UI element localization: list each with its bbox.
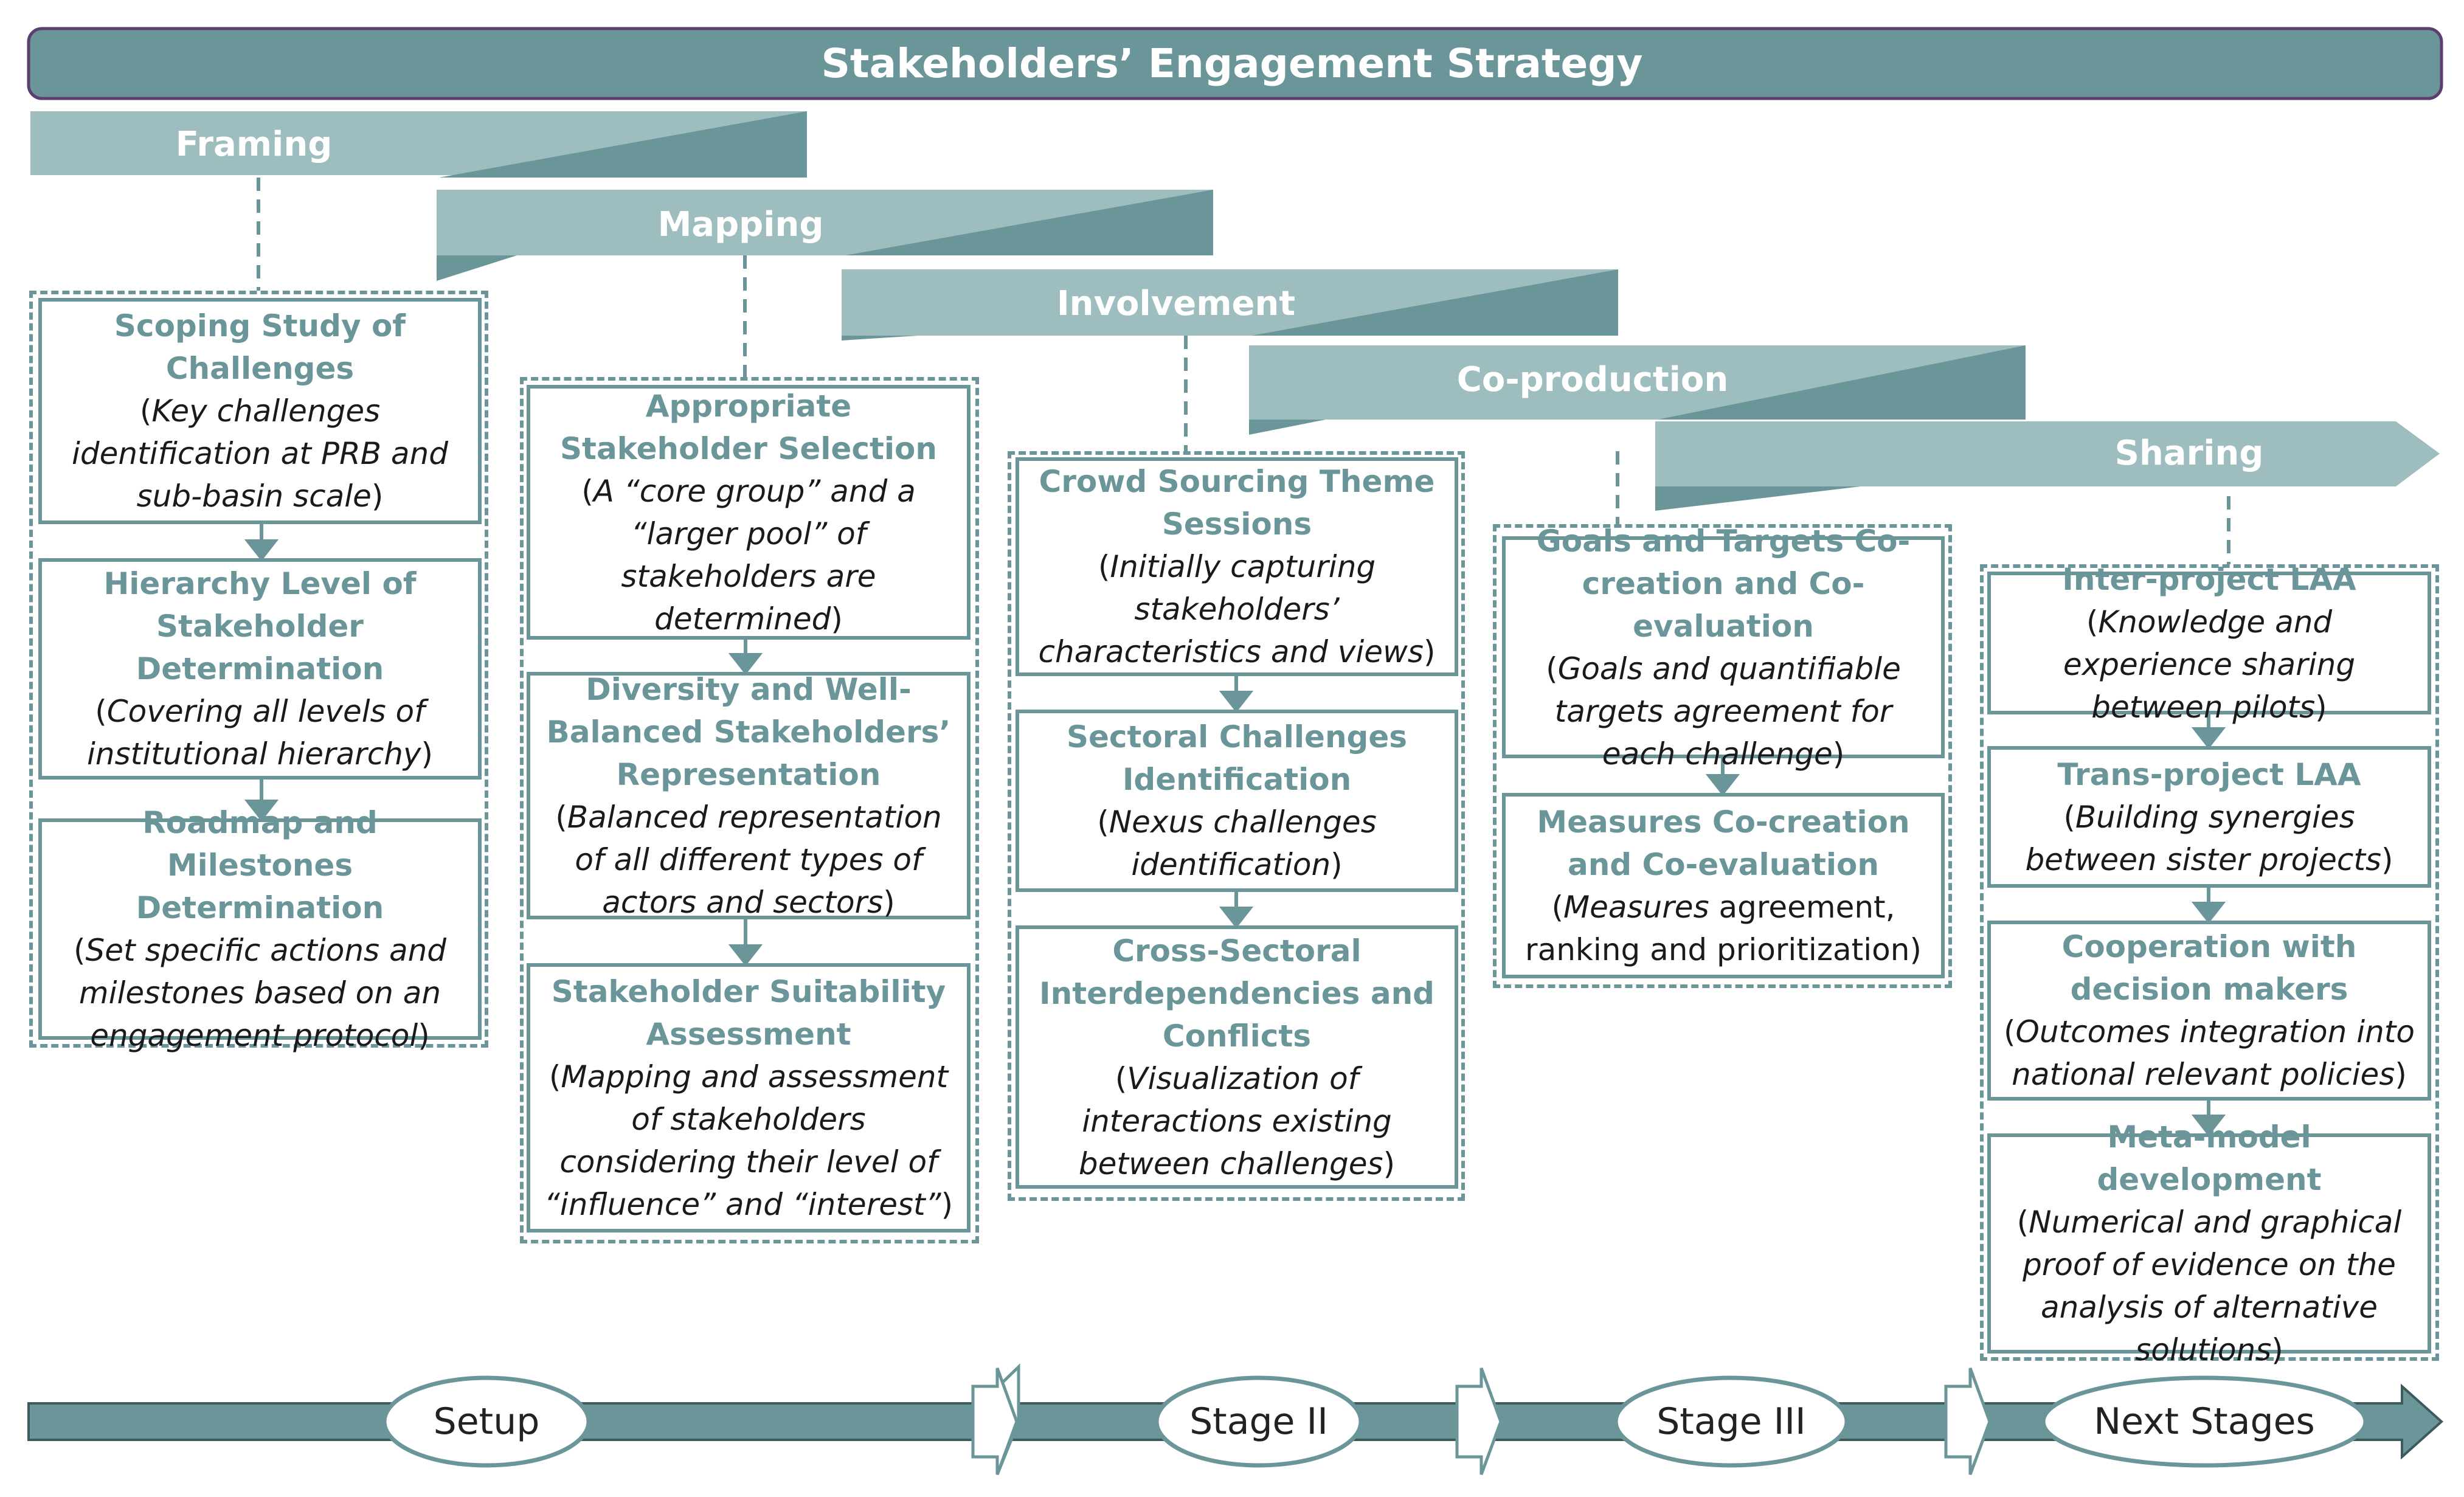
box-sectoral-challenges: Sectoral Challenges Identification (Nexu…: [1016, 710, 1458, 892]
box-scoping-study: Scoping Study of Challenges (Key challen…: [38, 298, 482, 524]
box-title: Cooperation with decision makers: [2061, 929, 2357, 1007]
box-title: Inter-project LAA: [2062, 561, 2356, 597]
box-description: (Nexus challenges identification): [1097, 804, 1377, 882]
box-crowd-sourcing: Crowd Sourcing Theme Sessions (Initially…: [1016, 457, 1458, 676]
group-framing: [29, 291, 488, 1048]
box-title: Roadmap and Milestones Determination: [136, 805, 384, 925]
box-title: Cross-Sectoral Interdependencies and Con…: [1039, 933, 1434, 1054]
phase-label-co-production: Co-production: [1456, 360, 1729, 399]
stage-chevrons: [971, 1363, 1992, 1475]
box-title: Crowd Sourcing Theme Sessions: [1039, 464, 1435, 542]
box-title: Appropriate Stakeholder Selection: [560, 388, 937, 466]
phase-connectors: [257, 178, 2230, 564]
box-description: (Key challenges identification at PRB an…: [72, 393, 448, 514]
box-description: (Balanced representation of all differen…: [555, 799, 942, 920]
box-description: (Measures agreement, ranking and priorit…: [1525, 889, 1922, 967]
phase-label-framing: Framing: [175, 125, 333, 164]
box-description: (Visualization of interactions existing …: [1078, 1060, 1396, 1181]
stage-label-setup: Setup: [433, 1400, 540, 1443]
stage-label-next-stages: Next Stages: [2094, 1400, 2315, 1443]
phase-ribbon-mapping: [437, 190, 1213, 281]
box-suitability-assessment: Stakeholder Suitability Assessment (Mapp…: [527, 963, 971, 1233]
box-title: Hierarchy Level of Stakeholder Determina…: [103, 566, 417, 686]
phase-ribbon-framing: [30, 111, 807, 178]
phase-label-mapping: Mapping: [657, 205, 824, 244]
stage-label-stage-ii: Stage II: [1189, 1400, 1328, 1443]
box-title: Goals and Targets Co-creation and Co-eva…: [1536, 523, 1911, 644]
box-description: (A “core group” and a “larger pool” of s…: [581, 473, 916, 637]
box-title: Stakeholder Suitability Assessment: [551, 973, 946, 1052]
box-description: (Set specific actions and milestones bas…: [73, 933, 447, 1053]
box-decision-makers: Cooperation with decision makers (Outcom…: [1987, 921, 2431, 1101]
box-roadmap-milestones: Roadmap and Milestones Determination (Se…: [38, 805, 482, 1053]
phase-ribbon-sharing: [1655, 421, 2440, 511]
box-hierarchy-level: Hierarchy Level of Stakeholder Determina…: [38, 558, 482, 780]
box-arrows: [244, 524, 2226, 1136]
stage-label-stage-iii: Stage III: [1656, 1400, 1806, 1443]
group-sharing: [1980, 564, 2439, 1361]
box-description: (Goals and quantifiable targets agreemen…: [1546, 651, 1901, 772]
group-mapping: [520, 377, 979, 1243]
box-description: (Numerical and graphical proof of eviden…: [2016, 1205, 2402, 1367]
box-title: Trans-project LAA: [2057, 756, 2361, 792]
phase-label-involvement: Involvement: [1056, 284, 1296, 323]
box-diversity-representation: Diversity and Well-Balanced Stakeholders…: [527, 672, 971, 920]
box-stakeholder-selection: Appropriate Stakeholder Selection (A “co…: [527, 385, 971, 640]
box-trans-project: Trans-project LAA (Building synergies be…: [1987, 746, 2431, 888]
stage-ellipses: [382, 1375, 2368, 1468]
phase-ribbon-involvement: [842, 269, 1618, 341]
box-description: (Knowledge and experience sharing betwee…: [2063, 604, 2356, 725]
group-involvement: [1008, 451, 1465, 1201]
box-description: (Mapping and assessment of stakeholders …: [544, 1059, 953, 1222]
box-description: (Outcomes integration into national rele…: [2004, 1014, 2415, 1092]
phase-label-sharing: Sharing: [2114, 434, 2264, 473]
box-inter-project: Inter-project LAA (Knowledge and experie…: [1987, 562, 2431, 725]
diagram-title: Stakeholders’ Engagement Strategy: [821, 40, 1643, 87]
box-measures: Measures Co-creation and Co-evaluation (…: [1502, 793, 1945, 978]
box-title: Scoping Study of Challenges: [114, 308, 406, 386]
box-title: Measures Co-creation and Co-evaluation: [1537, 804, 1910, 882]
group-co-production: [1493, 524, 1952, 988]
box-description: (Building synergies between sister proje…: [2025, 799, 2393, 877]
box-cross-sectoral: Cross-Sectoral Interdependencies and Con…: [1016, 925, 1458, 1189]
box-title: Diversity and Well-Balanced Stakeholders…: [546, 671, 951, 792]
box-title: Meta-model development: [2097, 1119, 2322, 1197]
phase-ribbon-co-production: [1249, 345, 2026, 435]
box-title: Sectoral Challenges Identification: [1066, 719, 1408, 797]
box-meta-model: Meta-model development (Numerical and gr…: [1987, 1119, 2431, 1367]
box-description: (Covering all levels of institutional hi…: [86, 694, 433, 772]
box-description: (Initially capturing stakeholders’ chara…: [1038, 549, 1436, 669]
title-banner: [27, 27, 2443, 100]
box-goals-targets: Goals and Targets Co-creation and Co-eva…: [1502, 524, 1945, 772]
